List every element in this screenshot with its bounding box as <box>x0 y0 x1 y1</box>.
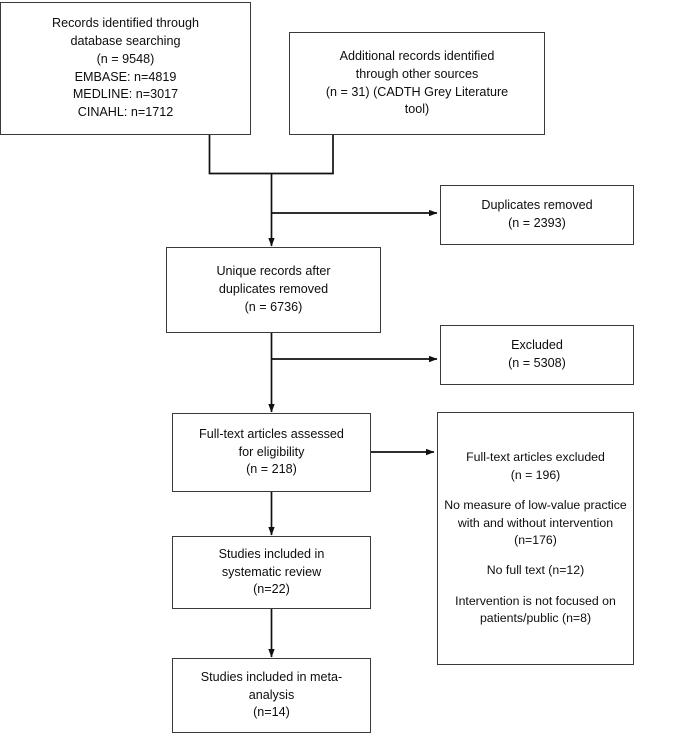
node-records-identified-database-searching: Records identified through database sear… <box>0 2 251 135</box>
node-line: Duplicates removed <box>481 198 593 213</box>
node-line: Unique records after <box>216 264 331 279</box>
node-line: tool) <box>404 102 430 117</box>
node-line: (n = 5308) <box>508 356 566 370</box>
node-line: analysis <box>248 687 295 702</box>
node-line: EMBASE: n=4819 <box>74 69 177 84</box>
node-studies-included-meta-analysis: Studies included in meta- analysis (n=14… <box>172 658 371 733</box>
node-line: Studies included in meta- <box>200 669 343 684</box>
node-line: with and without intervention <box>457 515 614 530</box>
node-line: (n = 31) (CADTH Grey Literature <box>325 84 509 99</box>
node-full-text-articles-assessed: Full-text articles assessed for eligibil… <box>172 413 371 492</box>
node-line: Full-text articles assessed <box>199 426 344 441</box>
node-line: systematic review <box>221 564 322 579</box>
node-line: Studies included in <box>218 546 325 561</box>
node-line: (n = 6736) <box>244 299 303 314</box>
node-line: Excluded <box>511 338 563 353</box>
node-line: Full-text articles excluded <box>466 450 605 465</box>
node-line: through other sources <box>355 66 479 81</box>
node-line: No measure of low-value practice <box>444 498 627 513</box>
node-line: duplicates removed <box>218 282 329 297</box>
node-line: patients/public (n=8) <box>479 611 592 626</box>
node-line: (n=176) <box>514 533 557 547</box>
node-line: (n = 218) <box>246 462 297 477</box>
node-line: Additional records identified <box>339 48 495 63</box>
node-line: MEDLINE: n=3017 <box>72 87 179 102</box>
node-line: for eligibility <box>238 444 305 459</box>
node-line: No full text (n=12) <box>486 563 585 578</box>
node-line: (n = 2393) <box>508 216 566 230</box>
node-line: (n = 196) <box>510 467 561 482</box>
node-line: Records identified through <box>51 15 200 30</box>
node-duplicates-removed: Duplicates removed (n = 2393) <box>440 185 634 245</box>
node-line: (n = 9548) <box>96 51 155 66</box>
node-line: database searching <box>70 33 181 48</box>
node-line: (n=14) <box>253 705 290 720</box>
node-unique-records-after-duplicates-removed: Unique records after duplicates removed … <box>166 247 381 333</box>
node-records-excluded: Excluded (n = 5308) <box>440 325 634 385</box>
node-studies-included-systematic-review: Studies included in systematic review (n… <box>172 536 371 609</box>
node-line: (n=22) <box>253 582 290 597</box>
node-line: CINAHL: n=1712 <box>77 105 174 120</box>
merge-bracket-line <box>208 135 334 175</box>
node-full-text-articles-excluded: Full-text articles excluded (n = 196) No… <box>437 412 634 665</box>
node-additional-records-other-sources: Additional records identified through ot… <box>289 32 545 135</box>
node-line: Intervention is not focused on <box>455 593 616 608</box>
